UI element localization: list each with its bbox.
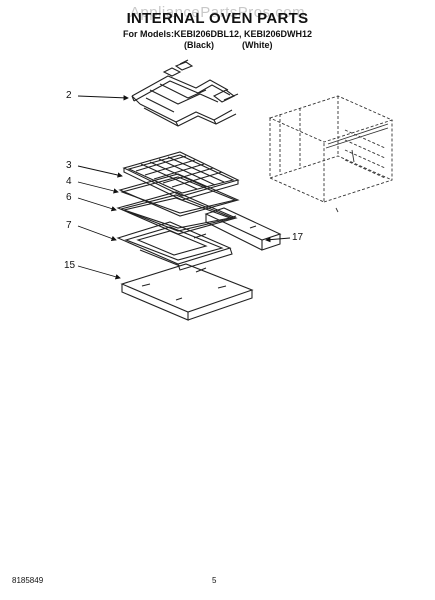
callout-15: 15 — [64, 260, 76, 271]
oven-cavity-details — [325, 123, 389, 213]
callout-3: 3 — [66, 160, 72, 171]
variant-black-label: (Black) — [184, 40, 215, 50]
rack-frame-part — [118, 173, 240, 217]
callout-leaders — [77, 95, 291, 280]
leader-17 — [265, 236, 291, 243]
leader-3 — [77, 165, 123, 178]
leader-6 — [77, 197, 117, 212]
callout-4: 4 — [66, 176, 72, 187]
bottom-element-part — [116, 221, 233, 271]
bottom-panel-part — [120, 263, 254, 321]
callout-17: 17 — [292, 232, 304, 243]
callout-7: 7 — [66, 220, 72, 231]
page-number: 5 — [212, 576, 217, 585]
oven-cavity-outline — [268, 95, 394, 203]
leader-7 — [77, 225, 117, 241]
bracket-part — [204, 207, 282, 251]
callout-6: 6 — [66, 192, 72, 203]
page-title: INTERNAL OVEN PARTS — [126, 10, 309, 27]
variant-white-label: (White) — [242, 40, 273, 50]
models-line: For Models:KEBI206DBL12, KEBI206DWH12 — [122, 29, 313, 39]
callout-2: 2 — [66, 90, 72, 101]
leader-4 — [77, 181, 119, 194]
part-number: 8185849 — [12, 576, 44, 585]
watermark: AppliancePartsPros.com — [129, 4, 306, 21]
heating-element-part — [131, 59, 239, 127]
leader-15 — [77, 265, 121, 280]
leader-2 — [77, 95, 129, 101]
